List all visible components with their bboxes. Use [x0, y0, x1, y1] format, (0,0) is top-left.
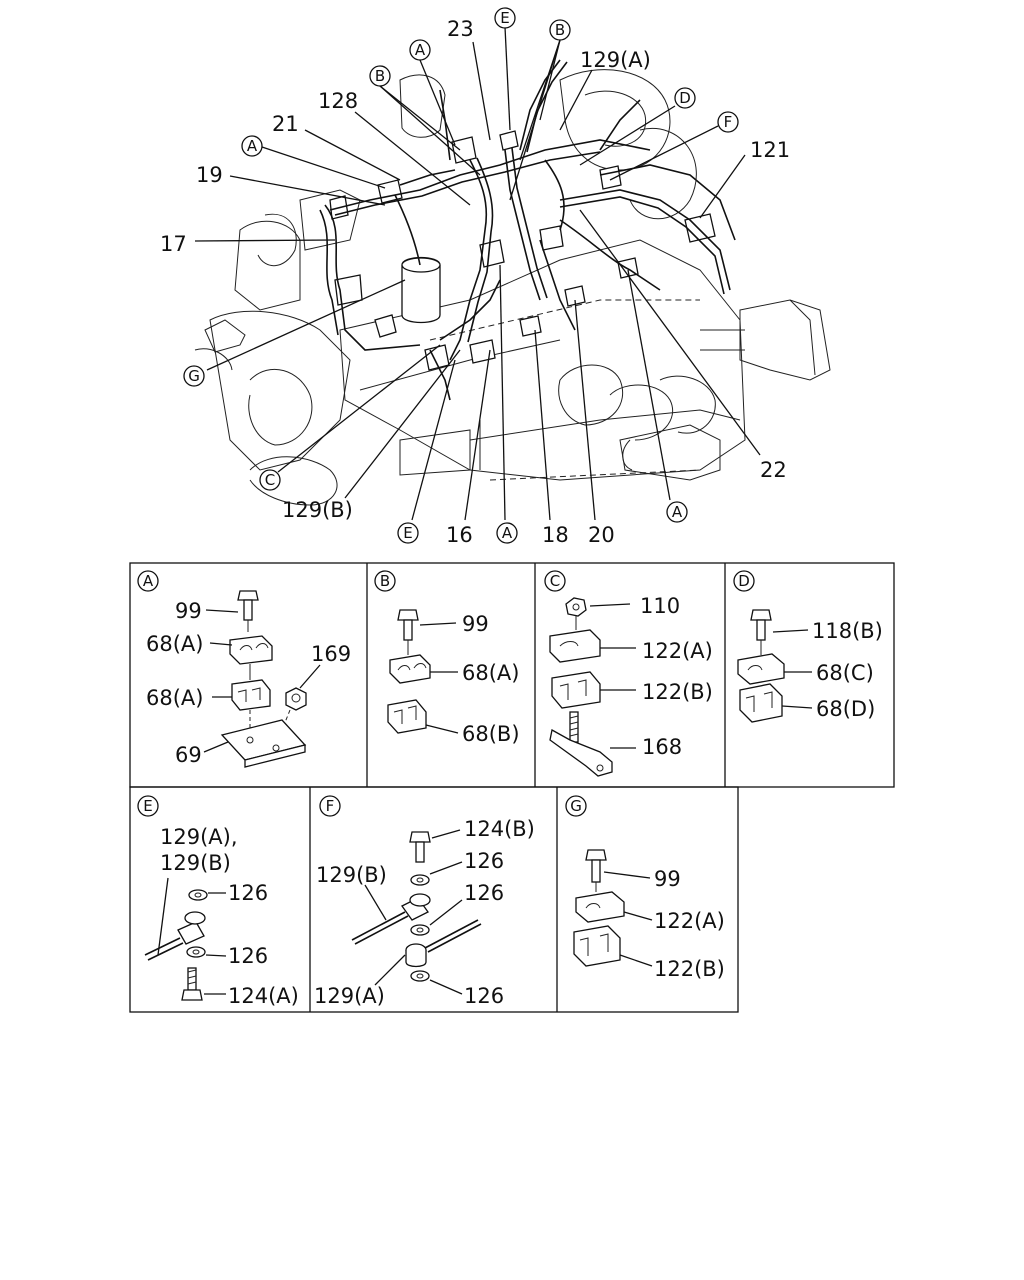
panel-c-122b: 122(B)	[642, 680, 713, 704]
svg-text:A: A	[415, 41, 426, 59]
panel-b-68a: 68(A)	[462, 661, 519, 685]
svg-text:F: F	[724, 113, 733, 131]
leader-lines	[194, 26, 761, 521]
panel-b-68b: 68(B)	[462, 722, 520, 746]
circled-b-left: B	[369, 65, 391, 87]
main-view-circled-letters: E B A B D F A G C E A A	[183, 7, 739, 544]
circled-d-right: D	[674, 87, 696, 109]
panel-g-122a: 122(A)	[654, 909, 725, 933]
circled-b-top: B	[549, 19, 571, 41]
svg-text:C: C	[265, 471, 275, 489]
circled-c: C	[259, 469, 281, 491]
circled-f-right: F	[717, 111, 739, 133]
panel-f-126-2: 126	[464, 881, 504, 905]
main-view-labels: 23 129(A) 128 21 19 17 121 22 129(B) 16 …	[160, 17, 790, 547]
circled-a-bottom: A	[496, 522, 518, 544]
label-21: 21	[272, 112, 299, 136]
panel-b-99: 99	[462, 612, 489, 636]
label-18: 18	[542, 523, 569, 547]
panel-e-tag: E	[143, 797, 152, 815]
label-128: 128	[318, 89, 358, 113]
panel-a-68a-1: 68(A)	[146, 632, 203, 656]
panel-b: B 99 68(A) 68(B)	[374, 570, 520, 746]
panel-f-124b: 124(B)	[464, 817, 535, 841]
panel-e-129ab-2: 129(B)	[160, 851, 231, 875]
panel-e-124a: 124(A)	[228, 984, 299, 1008]
panel-e-126-1: 126	[228, 881, 268, 905]
label-20: 20	[588, 523, 615, 547]
svg-text:A: A	[672, 503, 683, 521]
panel-a-169: 169	[311, 642, 351, 666]
circled-a-right: A	[666, 501, 688, 523]
svg-text:G: G	[188, 367, 200, 385]
panel-f-129b: 129(B)	[316, 863, 387, 887]
label-17: 17	[160, 232, 187, 256]
engine-illustration	[194, 59, 831, 506]
panel-g: G 99 122(A) 122(B)	[565, 795, 725, 981]
panel-f-tag: F	[326, 797, 335, 815]
panel-c: C 110 122(A) 122(B) 168	[544, 570, 713, 777]
panel-e-126-2: 126	[228, 944, 268, 968]
panel-b-tag: B	[380, 572, 390, 590]
panel-f-129a: 129(A)	[314, 984, 385, 1008]
panel-a-69: 69	[175, 743, 202, 767]
circled-a-top: A	[409, 39, 431, 61]
panel-d-68d: 68(D)	[816, 697, 875, 721]
label-16: 16	[446, 523, 473, 547]
label-129a-top: 129(A)	[580, 48, 651, 72]
label-19: 19	[196, 163, 223, 187]
circled-e-top: E	[494, 7, 516, 29]
circled-a-left: A	[241, 135, 263, 157]
detail-panels-frame	[129, 562, 895, 1013]
panel-d-118b: 118(B)	[812, 619, 883, 643]
panel-a-tag: A	[143, 572, 154, 590]
label-121: 121	[750, 138, 790, 162]
label-22: 22	[760, 458, 787, 482]
panel-f-126-3: 126	[464, 984, 504, 1008]
panel-a: A 99 68(A) 169 68(A) 69	[137, 570, 351, 768]
panel-e: E 129(A), 129(B) 126 126 124(A)	[137, 795, 299, 1008]
panel-e-129ab-1: 129(A),	[160, 825, 238, 849]
label-129b-bottom: 129(B)	[282, 498, 353, 522]
panel-g-tag: G	[570, 797, 582, 815]
panel-c-110: 110	[640, 594, 680, 618]
panel-d: D 118(B) 68(C) 68(D)	[733, 570, 883, 723]
svg-text:A: A	[502, 524, 513, 542]
panel-c-tag: C	[550, 572, 560, 590]
panel-c-168: 168	[642, 735, 682, 759]
circled-g: G	[183, 365, 205, 387]
svg-text:B: B	[375, 67, 385, 85]
panel-d-tag: D	[738, 572, 750, 590]
panel-a-99: 99	[175, 599, 202, 623]
label-23: 23	[447, 17, 474, 41]
svg-text:E: E	[403, 524, 412, 542]
panel-c-122a: 122(A)	[642, 639, 713, 663]
panel-g-99: 99	[654, 867, 681, 891]
panel-f: F 124(B) 126 129(B) 126 129(A) 126	[314, 795, 535, 1008]
panel-f-126-1: 126	[464, 849, 504, 873]
svg-text:E: E	[500, 9, 509, 27]
circled-e-bottom: E	[397, 522, 419, 544]
panel-d-68c: 68(C)	[816, 661, 874, 685]
svg-text:D: D	[679, 89, 691, 107]
svg-text:B: B	[555, 21, 565, 39]
panel-g-122b: 122(B)	[654, 957, 725, 981]
svg-text:A: A	[247, 137, 258, 155]
panel-a-68a-2: 68(A)	[146, 686, 203, 710]
